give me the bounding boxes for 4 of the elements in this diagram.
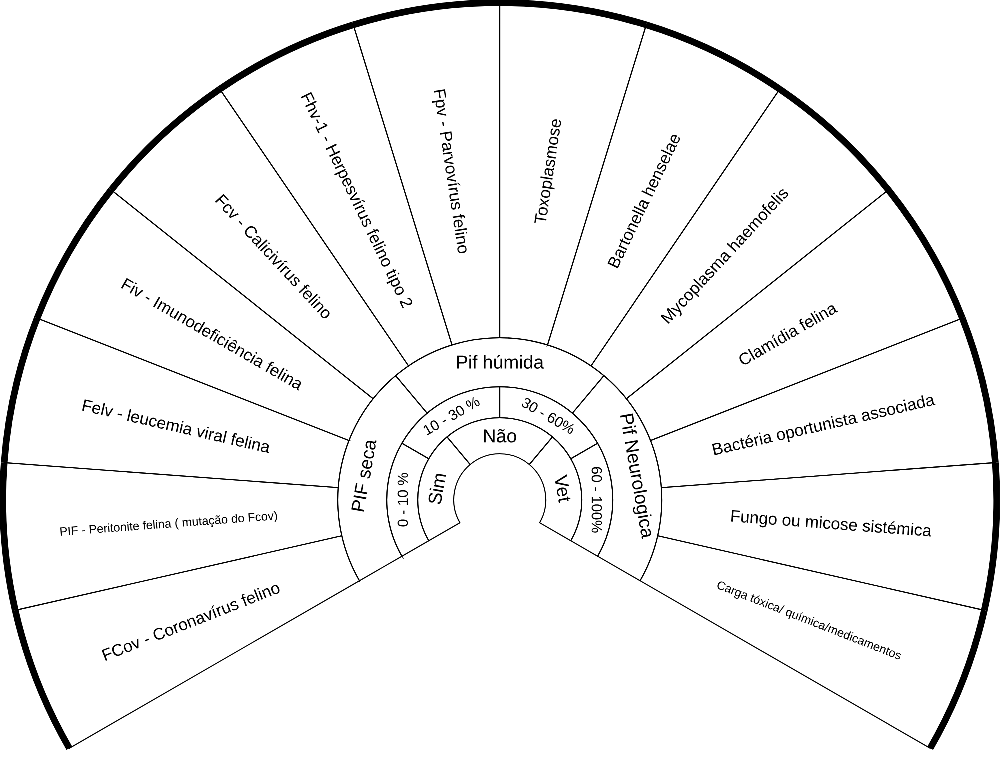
ring-sector: Vet	[529, 436, 582, 542]
ring-sector: 60 - 100%	[570, 442, 614, 558]
ring-sector: Sim	[418, 436, 471, 542]
ring-sector: 0 - 10 %	[386, 442, 430, 558]
